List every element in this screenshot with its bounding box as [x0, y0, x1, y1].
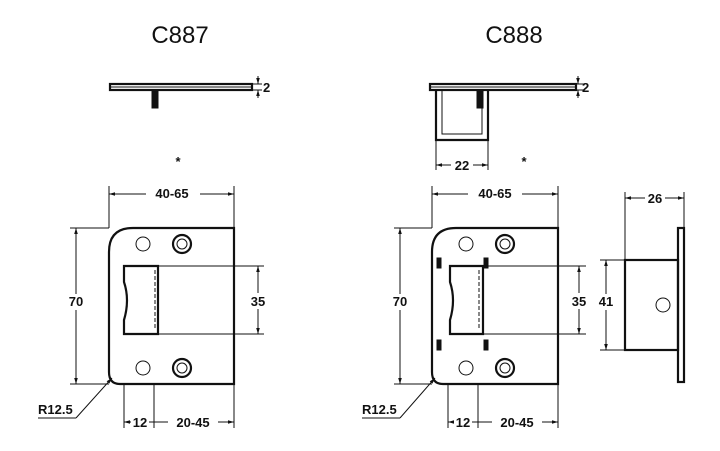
- c888-right-dim-label: 20-45: [500, 415, 533, 430]
- c887-opening-dimension: 35: [158, 265, 268, 335]
- c887-left-dim-label: 12: [133, 415, 147, 430]
- c887-radius-label: R12.5: [38, 402, 73, 417]
- c888-side-view: 26 41: [596, 191, 686, 384]
- c888-side-height-label: 41: [599, 294, 613, 309]
- c888-left-dim-label: 12: [456, 415, 470, 430]
- c888-box-width-label: 22: [455, 158, 469, 173]
- c888-bottom-dimensions: 12 20-45: [447, 384, 559, 430]
- c888-plate: [430, 226, 560, 386]
- c887-marker: *: [175, 154, 181, 169]
- c887-height-label: 70: [69, 294, 83, 309]
- c887-title: C887: [151, 22, 208, 49]
- c887-edge-view: 2: [108, 76, 270, 109]
- c887-width-label: 40-65: [155, 186, 188, 201]
- c888-height-label: 70: [393, 294, 407, 309]
- c888-width-dimension: 40-65: [431, 186, 559, 228]
- c888-opening-label: 35: [572, 294, 586, 309]
- c888-opening-dimension: 35: [483, 265, 589, 335]
- c888-radius-label: R12.5: [362, 402, 397, 417]
- c887-right-dim-label: 20-45: [176, 415, 209, 430]
- c888-marker: *: [521, 154, 527, 169]
- c887-height-dimension: 70: [66, 227, 109, 385]
- c888-height-dimension: 70: [390, 227, 432, 385]
- c888-thickness-label: 2: [582, 80, 589, 95]
- c888-title: C888: [485, 22, 542, 49]
- c888-radius-callout: R12.5: [362, 377, 436, 419]
- c887-drawing: C887 2 * 40-65: [38, 22, 270, 430]
- c887-width-dimension: 40-65: [108, 186, 235, 228]
- c888-width-label: 40-65: [478, 186, 511, 201]
- c887-thickness-label: 2: [263, 80, 270, 95]
- c887-radius-callout: R12.5: [38, 377, 113, 419]
- c888-drawing: C888 2 22 * 40-65: [362, 22, 686, 430]
- c887-plate: [107, 226, 236, 386]
- c887-opening-label: 35: [251, 294, 265, 309]
- c888-edge-view: 2 22: [428, 76, 589, 173]
- c887-bottom-dimensions: 12 20-45: [123, 384, 235, 430]
- c888-side-depth-label: 26: [648, 191, 662, 206]
